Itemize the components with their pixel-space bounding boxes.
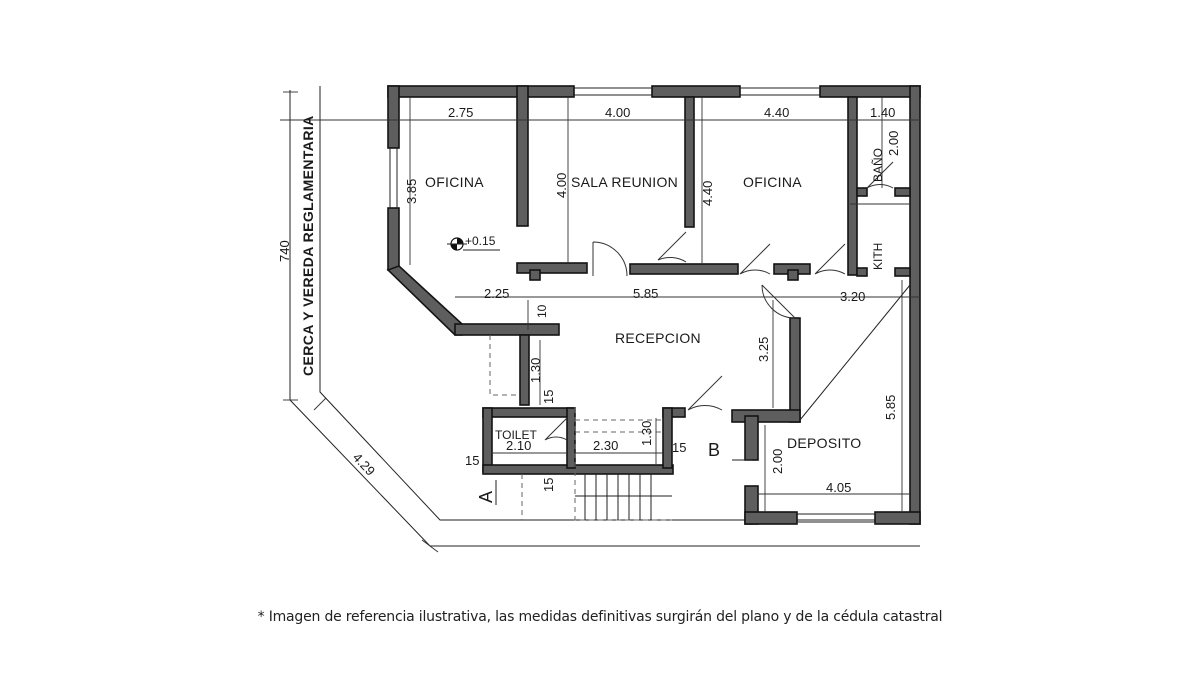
dim-recep-height: 3.25 bbox=[756, 337, 771, 362]
dim-top-sala: 4.00 bbox=[605, 105, 630, 120]
dim-wall-ten: 10 bbox=[535, 304, 549, 318]
dim-fifteen-c: 15 bbox=[541, 390, 556, 404]
dim-top-bano: 1.40 bbox=[870, 105, 895, 120]
room-label-sala-reunion: SALA REUNION bbox=[571, 174, 678, 190]
stairs bbox=[489, 284, 911, 521]
walls bbox=[386, 85, 921, 525]
section-label-b: B bbox=[708, 440, 720, 460]
room-label-toilet: TOILET bbox=[495, 428, 537, 442]
dim-recep-right: 3.20 bbox=[840, 289, 865, 304]
doors bbox=[544, 161, 894, 441]
dim-deposito-height: 2.00 bbox=[770, 449, 785, 474]
dim-oficina-right-height: 4.40 bbox=[700, 181, 715, 206]
dim-deposito-width: 4.05 bbox=[826, 480, 851, 495]
level-marker-icon bbox=[447, 237, 500, 251]
dim-fifteen-b: 15 bbox=[672, 440, 686, 455]
property-boundary bbox=[283, 86, 920, 553]
dim-oficina-height: 3.85 bbox=[404, 179, 419, 204]
dim-fifteen-d: 15 bbox=[541, 478, 556, 492]
dimension-lines bbox=[280, 97, 920, 512]
dim-recep-left: 2.25 bbox=[484, 286, 509, 301]
side-label-fence: CERCA Y VEREDA REGLAMENTARIA bbox=[300, 115, 316, 376]
dim-top-oficina: 2.75 bbox=[448, 105, 473, 120]
dim-sala-height: 4.00 bbox=[554, 173, 569, 198]
dim-bano-height: 2.00 bbox=[886, 131, 901, 156]
room-label-oficina-right: OFICINA bbox=[743, 174, 802, 190]
room-label-bano: BAÑO bbox=[871, 148, 885, 182]
section-label-a: A bbox=[476, 491, 496, 503]
disclaimer-text: * Imagen de referencia ilustrativa, las … bbox=[257, 609, 943, 625]
room-label-oficina-left: OFICINA bbox=[425, 174, 484, 190]
dim-stair-rise: 1.30 bbox=[639, 421, 654, 446]
dim-deposito-tall: 5.85 bbox=[883, 395, 898, 420]
section-markers bbox=[495, 459, 752, 505]
dim-level: +0.15 bbox=[465, 234, 496, 248]
dim-cut-top: 740 bbox=[277, 240, 292, 262]
dim-diag-side: 4.29 bbox=[350, 450, 378, 479]
room-label-recepcion: RECEPCION bbox=[615, 330, 701, 346]
dim-toilet-width: 2.10 bbox=[506, 438, 531, 453]
dim-stair-height: 1.30 bbox=[528, 358, 543, 383]
room-label-deposito: DEPOSITO bbox=[787, 435, 862, 451]
dim-recep-mid: 5.85 bbox=[633, 286, 658, 301]
floor-plan: OFICINA SALA REUNION OFICINA RECEPCION D… bbox=[277, 85, 921, 553]
room-label-kith: KITH bbox=[871, 243, 885, 270]
dim-top-oficina-right: 4.40 bbox=[764, 105, 789, 120]
dim-fifteen-a: 15 bbox=[465, 453, 479, 468]
dim-stair-width: 2.30 bbox=[593, 438, 618, 453]
